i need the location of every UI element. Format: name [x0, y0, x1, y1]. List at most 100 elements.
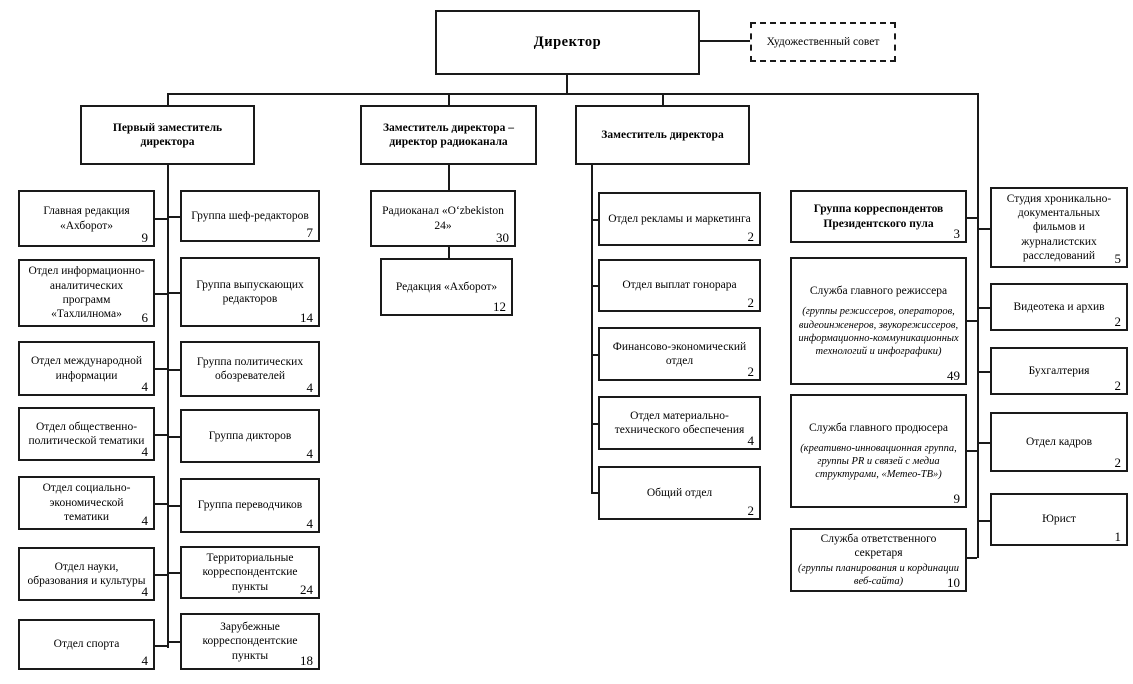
box-deputy-radio: Заместитель директора – директор радиока…	[360, 105, 537, 165]
connector-line	[977, 307, 990, 309]
staff-count: 4	[306, 379, 314, 395]
box-label: Юрист	[1042, 513, 1076, 526]
box-label: Отдел рекламы и маркетинга	[608, 212, 751, 225]
box-col1-4: Отдел общественно-политической тематики …	[18, 407, 155, 461]
staff-count: 4	[141, 443, 149, 459]
staff-count: 4	[747, 432, 755, 448]
staff-count: 9	[953, 490, 961, 506]
box-director: Директор	[435, 10, 700, 75]
connector-line	[662, 93, 664, 105]
box-deputy-first: Первый заместитель директора	[80, 105, 255, 165]
staff-count: 7	[306, 224, 314, 240]
box-label: Служба главного режиссера	[809, 285, 948, 298]
box-label: Художественный совет	[766, 35, 880, 48]
connector-line	[591, 492, 598, 494]
box-label: Отдел кадров	[1025, 435, 1093, 448]
staff-count: 2	[747, 363, 755, 379]
connector-line	[167, 165, 169, 648]
connector-line	[448, 247, 450, 258]
box-col6-3: Бухгалтерия 2	[990, 347, 1128, 395]
box-deputy: Заместитель директора	[575, 105, 750, 165]
connector-line	[977, 371, 990, 373]
box-col1-2: Отдел информационно-аналитических програ…	[18, 259, 155, 327]
box-label: Группа дикторов	[208, 429, 292, 442]
staff-count: 4	[141, 652, 149, 668]
connector-line	[977, 93, 979, 558]
box-col6-2: Видеотека и архив 2	[990, 283, 1128, 331]
box-label: Группа политических обозревателей	[196, 355, 304, 382]
box-label: Редакция «Ахборот»	[395, 280, 498, 293]
box-label: Группа корреспондентов Президентского пу…	[813, 203, 944, 230]
connector-line	[591, 219, 598, 221]
staff-count: 49	[947, 367, 960, 383]
box-label: Группа шеф-редакторов	[191, 209, 309, 222]
connector-line	[591, 165, 593, 493]
box-label: Зарубежные корреспондентские пункты	[202, 620, 298, 662]
box-label: Общий отдел	[646, 486, 713, 499]
box-col6-4: Отдел кадров 2	[990, 412, 1128, 472]
connector-line	[155, 218, 167, 220]
connector-line	[977, 520, 990, 522]
staff-count: 30	[496, 229, 509, 245]
staff-count: 4	[306, 515, 314, 531]
staff-count: 4	[306, 445, 314, 461]
connector-line	[155, 574, 167, 576]
staff-count: 6	[141, 309, 149, 325]
staff-count: 1	[1114, 528, 1122, 544]
connector-line	[967, 320, 977, 322]
connector-line	[167, 369, 180, 371]
connector-line	[167, 216, 180, 218]
connector-line	[167, 572, 180, 574]
staff-count: 2	[747, 294, 755, 310]
connector-line	[155, 434, 167, 436]
staff-count: 5	[1114, 250, 1122, 266]
box-label: Территориальные корреспондентские пункты	[202, 551, 298, 593]
box-label: Главная редакция «Ахборот»	[43, 205, 130, 232]
box-col2-5: Группа переводчиков 4	[180, 478, 320, 533]
box-radio-editorial: Редакция «Ахборот» 12	[380, 258, 513, 316]
connector-line	[167, 93, 978, 95]
box-col2-3: Группа политических обозревателей 4	[180, 341, 320, 397]
box-label: Отдел науки, образования и культуры	[27, 560, 146, 587]
box-col1-1: Главная редакция «Ахборот» 9	[18, 190, 155, 247]
box-label: Группа выпускающих редакторов	[196, 278, 304, 305]
connector-line	[167, 641, 180, 643]
box-radio-channel: Радиоканал «O‘zbekiston 24» 30	[370, 190, 516, 247]
box-label: Отдел спорта	[53, 638, 120, 651]
staff-count: 2	[1114, 313, 1122, 329]
box-label: Первый заместитель директора	[112, 121, 223, 148]
connector-line	[167, 292, 180, 294]
box-col2-7: Зарубежные корреспондентские пункты 18	[180, 613, 320, 670]
box-presidential-pool: Группа корреспондентов Президентского пу…	[790, 190, 967, 243]
box-executive-secretary-service: Служба ответственного секретаря (группы …	[790, 528, 967, 592]
connector-line	[155, 293, 167, 295]
box-col2-1: Группа шеф-редакторов 7	[180, 190, 320, 242]
box-label: Заместитель директора – директор радиока…	[382, 121, 515, 148]
staff-count: 9	[141, 229, 149, 245]
connector-line	[155, 368, 167, 370]
connector-line	[167, 505, 180, 507]
connector-line	[977, 228, 990, 230]
box-label: Отдел международной информации	[30, 355, 142, 382]
connector-line	[167, 93, 169, 105]
connector-line	[967, 217, 977, 219]
box-label: Радиоканал «O‘zbekiston 24»	[382, 205, 504, 232]
box-col1-6: Отдел науки, образования и культуры 4	[18, 547, 155, 601]
connector-line	[167, 436, 180, 438]
staff-count: 3	[953, 225, 961, 241]
staff-count: 2	[1114, 454, 1122, 470]
staff-count: 10	[947, 574, 960, 590]
box-advisory-council: Художественный совет	[750, 22, 896, 62]
box-col1-7: Отдел спорта 4	[18, 619, 155, 670]
staff-count: 4	[141, 378, 149, 394]
box-col2-6: Территориальные корреспондентские пункты…	[180, 546, 320, 599]
box-col2-2: Группа выпускающих редакторов 14	[180, 257, 320, 327]
connector-line	[967, 450, 977, 452]
box-label: Директор	[533, 34, 602, 51]
box-col4-3: Финансово-экономический отдел 2	[598, 327, 761, 381]
connector-line	[591, 285, 598, 287]
box-label: Отдел социально-экономической тематики	[42, 482, 131, 524]
box-label: Отдел материально-технического обеспечен…	[614, 409, 745, 436]
staff-count: 2	[747, 502, 755, 518]
box-label: Бухгалтерия	[1028, 364, 1090, 377]
